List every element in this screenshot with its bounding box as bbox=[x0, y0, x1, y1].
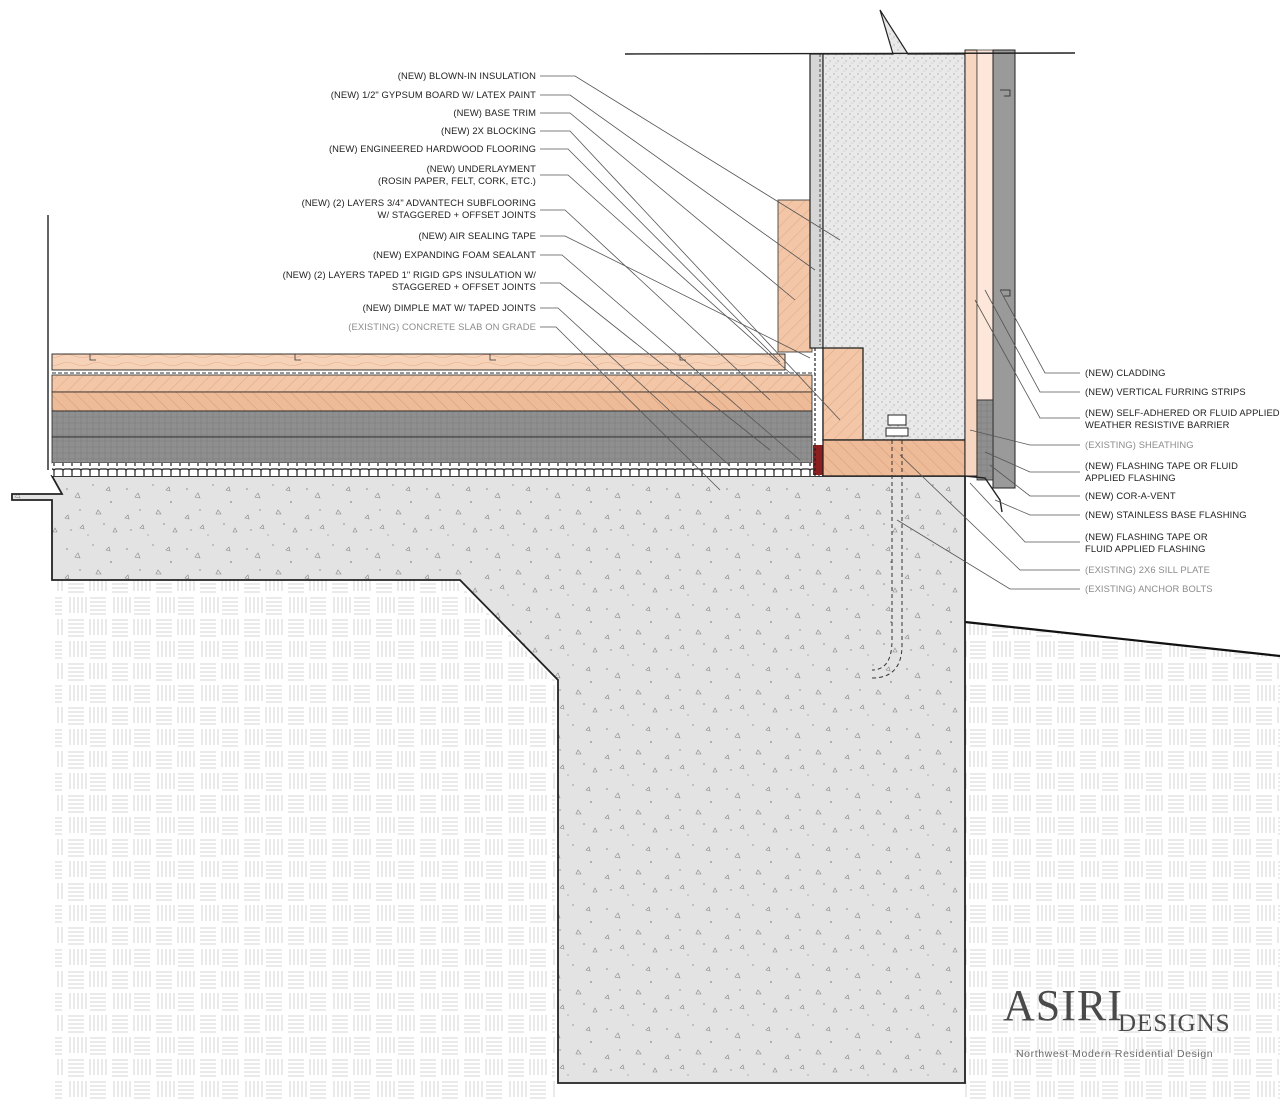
callout-label: (EXISTING) SHEATHING bbox=[1085, 439, 1194, 451]
callout-line: (NEW) 2X BLOCKING bbox=[441, 125, 536, 136]
logo-wordmark-secondary: DESIGNS bbox=[1118, 1010, 1231, 1037]
floor-assembly bbox=[51, 353, 823, 476]
callout-line: W/ STAGGERED + OFFSET JOINTS bbox=[377, 209, 536, 220]
callout-label: (NEW) CLADDING bbox=[1085, 367, 1166, 379]
callout-label: (NEW) BASE TRIM bbox=[453, 107, 536, 119]
callout-line: (NEW) COR-A-VENT bbox=[1085, 490, 1176, 501]
callout-label: (NEW) STAINLESS BASE FLASHING bbox=[1085, 509, 1247, 521]
callout-label: (NEW) ENGINEERED HARDWOOD FLOORING bbox=[329, 143, 536, 155]
callout-label: (NEW) UNDERLAYMENT(ROSIN PAPER, FELT, CO… bbox=[378, 163, 536, 187]
callout-line: (NEW) DIMPLE MAT W/ TAPED JOINTS bbox=[362, 302, 536, 313]
callout-line: (EXISTING) SHEATHING bbox=[1085, 439, 1194, 450]
base-trim bbox=[777, 199, 813, 353]
concrete-slab bbox=[11, 475, 966, 1084]
callout-line: (NEW) FLASHING TAPE OR FLUID bbox=[1085, 460, 1238, 471]
soil-hatch bbox=[55, 580, 1280, 1101]
callout-line: (EXISTING) ANCHOR BOLTS bbox=[1085, 583, 1213, 594]
callout-label: (EXISTING) CONCRETE SLAB ON GRADE bbox=[348, 321, 536, 333]
callout-label: (NEW) 1/2" GYPSUM BOARD W/ LATEX PAINT bbox=[331, 89, 536, 101]
callout-line: (NEW) ENGINEERED HARDWOOD FLOORING bbox=[328, 143, 536, 154]
callout-line: (NEW) (2) LAYERS 3/4" ADVANTECH SUBFLOOR… bbox=[301, 197, 536, 208]
callout-line: APPLIED FLASHING bbox=[1085, 472, 1176, 483]
callout-label: (NEW) (2) LAYERS 3/4" ADVANTECH SUBFLOOR… bbox=[302, 197, 536, 221]
callout-line: (NEW) BLOWN-IN INSULATION bbox=[397, 70, 536, 81]
leader-lines-right bbox=[896, 289, 1080, 590]
callout-label: (NEW) VERTICAL FURRING STRIPS bbox=[1085, 386, 1246, 398]
callout-line: (NEW) 1/2" GYPSUM BOARD W/ LATEX PAINT bbox=[330, 89, 536, 100]
logo-wordmark: ASIRI bbox=[1003, 981, 1123, 1030]
callout-line: (NEW) EXPANDING FOAM SEALANT bbox=[372, 249, 536, 260]
exterior-wall bbox=[964, 49, 1016, 513]
callout-label: (NEW) DIMPLE MAT W/ TAPED JOINTS bbox=[363, 302, 536, 314]
callout-label: (NEW) EXPANDING FOAM SEALANT bbox=[373, 249, 536, 261]
callout-label: (NEW) (2) LAYERS TAPED 1" RIGID GPS INSU… bbox=[283, 269, 536, 293]
callout-line: (NEW) SELF-ADHERED OR FLUID APPLIED bbox=[1085, 407, 1280, 418]
callout-label: (EXISTING) ANCHOR BOLTS bbox=[1085, 583, 1213, 595]
blocking bbox=[822, 347, 864, 441]
callout-label: (NEW) COR-A-VENT bbox=[1085, 490, 1176, 502]
callout-label: (NEW) 2X BLOCKING bbox=[441, 125, 536, 137]
callout-line: STAGGERED + OFFSET JOINTS bbox=[391, 281, 536, 292]
callout-line: (NEW) STAINLESS BASE FLASHING bbox=[1085, 509, 1247, 520]
sill-plate bbox=[822, 439, 966, 477]
callout-line: (NEW) (2) LAYERS TAPED 1" RIGID GPS INSU… bbox=[282, 269, 536, 280]
callout-line: (NEW) UNDERLAYMENT bbox=[426, 163, 536, 174]
callout-line: (ROSIN PAPER, FELT, CORK, ETC.) bbox=[378, 175, 536, 186]
leader-lines-left bbox=[540, 75, 841, 491]
interior-wall bbox=[809, 9, 966, 441]
callout-line: (NEW) AIR SEALING TAPE bbox=[418, 230, 536, 241]
callout-line: (NEW) BASE TRIM bbox=[453, 107, 536, 118]
callout-line: WEATHER RESISTIVE BARRIER bbox=[1085, 419, 1230, 430]
logo-tagline: Northwest Modern Residential Design bbox=[1016, 1048, 1214, 1060]
callout-line: (EXISTING) CONCRETE SLAB ON GRADE bbox=[348, 321, 536, 332]
callout-line: FLUID APPLIED FLASHING bbox=[1085, 543, 1206, 554]
callout-line: (EXISTING) 2X6 SILL PLATE bbox=[1085, 564, 1210, 575]
brand-logo: ASIRI DESIGNS Northwest Modern Residenti… bbox=[1000, 980, 1260, 1070]
callout-line: (NEW) CLADDING bbox=[1085, 367, 1166, 378]
callout-label: (NEW) BLOWN-IN INSULATION bbox=[398, 70, 536, 82]
callout-label: (EXISTING) 2X6 SILL PLATE bbox=[1085, 564, 1210, 576]
callout-line: (NEW) FLASHING TAPE OR bbox=[1085, 531, 1208, 542]
callout-label: (NEW) AIR SEALING TAPE bbox=[419, 230, 537, 242]
anchor-bolt bbox=[871, 414, 909, 679]
callout-line: (NEW) VERTICAL FURRING STRIPS bbox=[1085, 386, 1246, 397]
